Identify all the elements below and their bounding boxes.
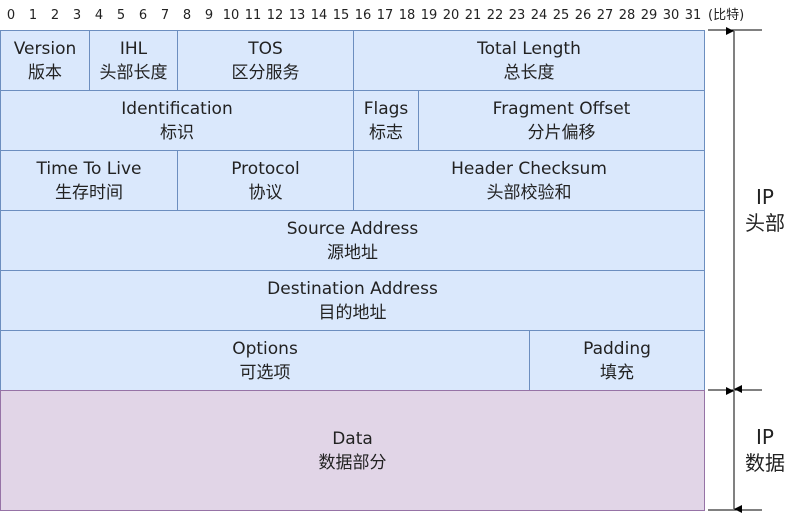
field-total-length: Total Length 总长度 (353, 30, 705, 91)
bit-number: 10 (222, 8, 240, 23)
field-header-checksum-name-zh: 头部校验和 (486, 182, 572, 203)
field-fragment-offset-name-zh: 分片偏移 (527, 122, 596, 143)
bit-number: 4 (94, 8, 104, 23)
field-identification-name-zh: 标识 (160, 122, 194, 143)
field-fragment-offset: Fragment Offset 分片偏移 (418, 90, 705, 151)
ip-data-label-line2: 数据 (745, 451, 785, 475)
bit-number: 11 (244, 8, 262, 23)
field-destination-address-name-zh: 目的地址 (318, 302, 387, 323)
bit-number: 1 (28, 8, 38, 23)
bit-number: 6 (138, 8, 148, 23)
bit-number: 2 (50, 8, 60, 23)
bit-number: 0 (6, 8, 16, 23)
bit-unit-label: (比特) (708, 8, 745, 23)
field-padding-name: Padding (583, 338, 651, 359)
field-total-length-name: Total Length (477, 38, 581, 59)
bit-number: 21 (464, 8, 482, 23)
bit-number: 15 (332, 8, 350, 23)
field-options: Options 可选项 (0, 330, 530, 391)
field-protocol: Protocol 协议 (177, 150, 354, 211)
field-data: Data 数据部分 (0, 390, 705, 511)
field-version-name-zh: 版本 (28, 62, 62, 83)
field-identification: Identification 标识 (0, 90, 354, 151)
field-tos: TOS 区分服务 (177, 30, 354, 91)
bit-number: 18 (398, 8, 416, 23)
field-padding: Padding 填充 (529, 330, 705, 391)
ip-header-label-line1: IP (756, 185, 774, 209)
field-flags-name-zh: 标志 (369, 122, 403, 143)
field-options-name: Options (232, 338, 298, 359)
field-identification-name: Identification (121, 98, 233, 119)
field-tos-name: TOS (248, 38, 283, 59)
field-protocol-name: Protocol (231, 158, 300, 179)
bit-number: 13 (288, 8, 306, 23)
bit-number: 8 (182, 8, 192, 23)
field-ihl-name: IHL (119, 38, 148, 59)
field-destination-address-name: Destination Address (267, 278, 438, 299)
field-fragment-offset-name: Fragment Offset (492, 98, 631, 119)
field-destination-address: Destination Address 目的地址 (0, 270, 705, 331)
field-ihl-name-zh: 头部长度 (99, 62, 168, 83)
field-flags-name: Flags (363, 98, 409, 119)
field-data-name: Data (332, 428, 373, 449)
bit-number: 30 (662, 8, 680, 23)
field-padding-name-zh: 填充 (600, 362, 634, 383)
bit-number: 14 (310, 8, 328, 23)
field-total-length-name-zh: 总长度 (503, 62, 555, 83)
field-ihl: IHL 头部长度 (89, 30, 178, 91)
field-header-checksum: Header Checksum 头部校验和 (353, 150, 705, 211)
bit-number: 24 (530, 8, 548, 23)
field-ttl-name: Time To Live (36, 158, 142, 179)
field-ttl-name-zh: 生存时间 (55, 182, 123, 203)
field-header-checksum-name: Header Checksum (451, 158, 607, 179)
ip-header-label-line2: 头部 (745, 211, 785, 235)
field-version: Version 版本 (0, 30, 90, 91)
field-source-address-name: Source Address (286, 218, 419, 239)
bit-number: 31 (684, 8, 702, 23)
bit-number: 17 (376, 8, 394, 23)
bit-number: 3 (72, 8, 82, 23)
bit-number: 29 (640, 8, 658, 23)
bit-number: 16 (354, 8, 372, 23)
ip-data-label-line1: IP (756, 425, 774, 449)
bit-number: 19 (420, 8, 438, 23)
bit-number: 22 (486, 8, 504, 23)
field-version-name: Version (13, 38, 77, 59)
bit-number: 26 (574, 8, 592, 23)
field-options-name-zh: 可选项 (239, 362, 291, 383)
field-data-name-zh: 数据部分 (318, 452, 387, 473)
bit-number: 25 (552, 8, 570, 23)
ip-header-label: IP 头部 (736, 184, 792, 236)
bit-number: 27 (596, 8, 614, 23)
field-source-address-name-zh: 源地址 (327, 242, 378, 263)
bit-number: 20 (442, 8, 460, 23)
bit-number: 5 (116, 8, 126, 23)
bit-number: 23 (508, 8, 526, 23)
bit-number: 7 (160, 8, 170, 23)
ip-data-label: IP 数据 (736, 424, 792, 476)
field-source-address: Source Address 源地址 (0, 210, 705, 271)
bit-number: 28 (618, 8, 636, 23)
bit-number: 9 (204, 8, 214, 23)
bit-number: 12 (266, 8, 284, 23)
field-ttl: Time To Live 生存时间 (0, 150, 178, 211)
field-protocol-name-zh: 协议 (248, 182, 283, 203)
field-tos-name-zh: 区分服务 (231, 62, 300, 83)
